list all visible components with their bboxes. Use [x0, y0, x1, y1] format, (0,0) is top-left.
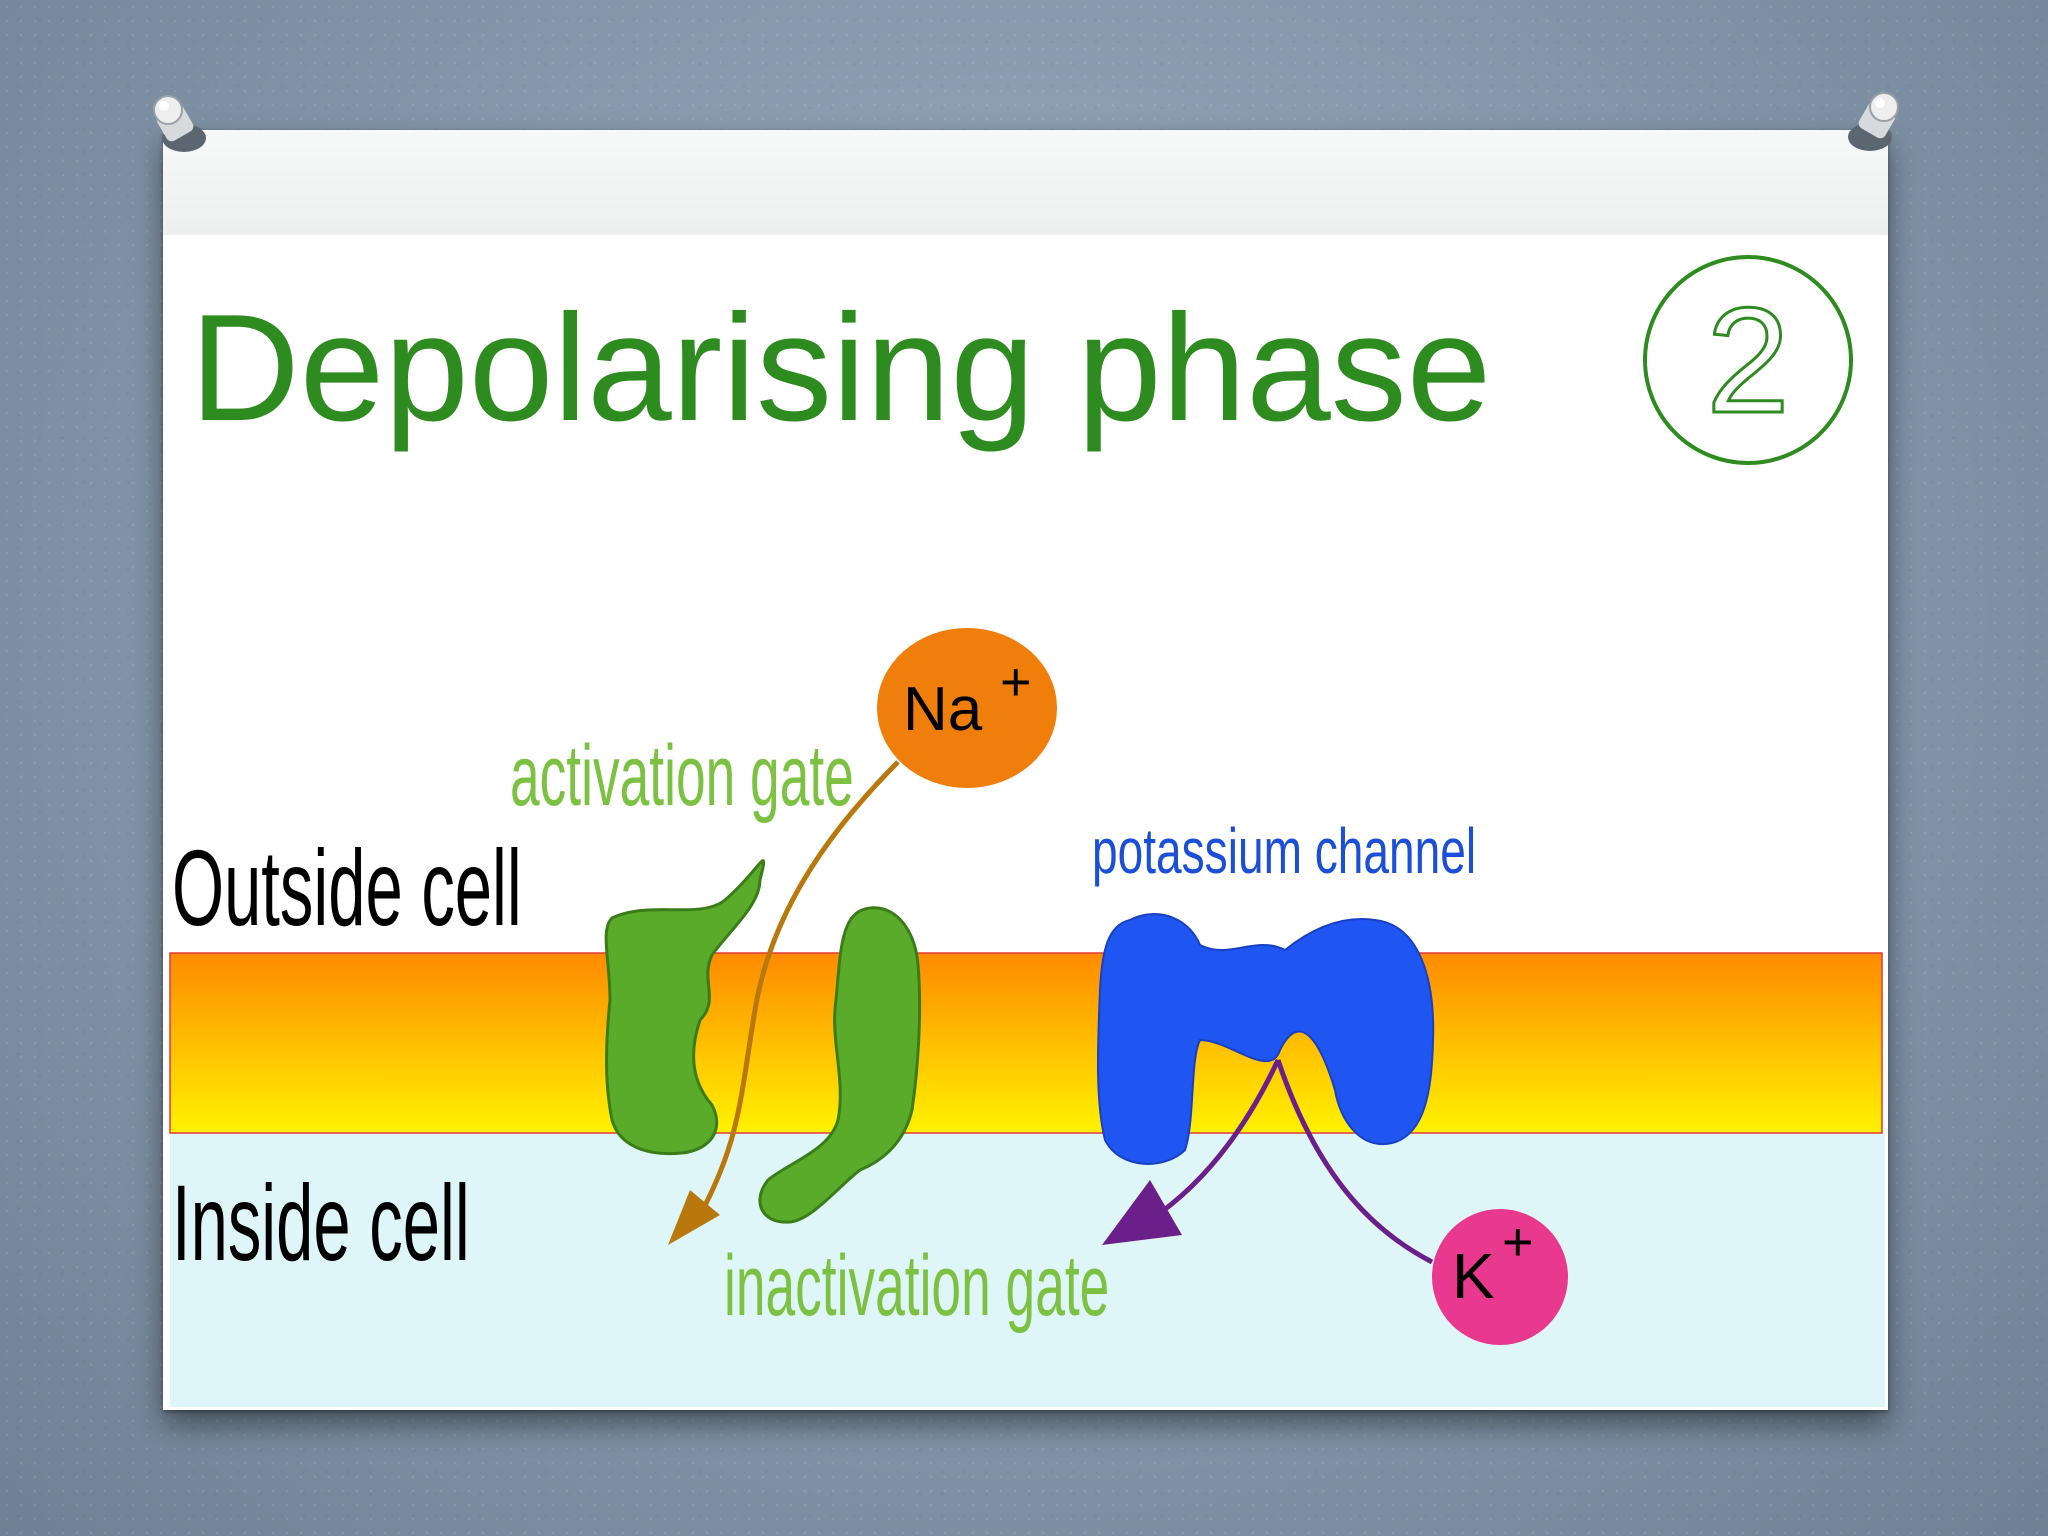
sodium-ion-symbol: Na — [903, 675, 983, 744]
activation-gate-label: activation gate — [510, 728, 854, 824]
inside-cell-label: Inside cell — [172, 1164, 470, 1284]
potassium-channel-label: potassium channel — [1092, 816, 1476, 887]
sodium-ion-charge: + — [1000, 652, 1032, 712]
potassium-ion-symbol: K — [1452, 1240, 1495, 1312]
potassium-ion-charge: + — [1502, 1212, 1534, 1272]
outside-cell-label: Outside cell — [172, 829, 522, 949]
phase-number: 2 — [1706, 276, 1789, 444]
cell-membrane — [170, 953, 1882, 1133]
inactivation-gate-label: inactivation gate — [724, 1238, 1109, 1334]
page-title: Depolarising phase — [190, 283, 1491, 453]
